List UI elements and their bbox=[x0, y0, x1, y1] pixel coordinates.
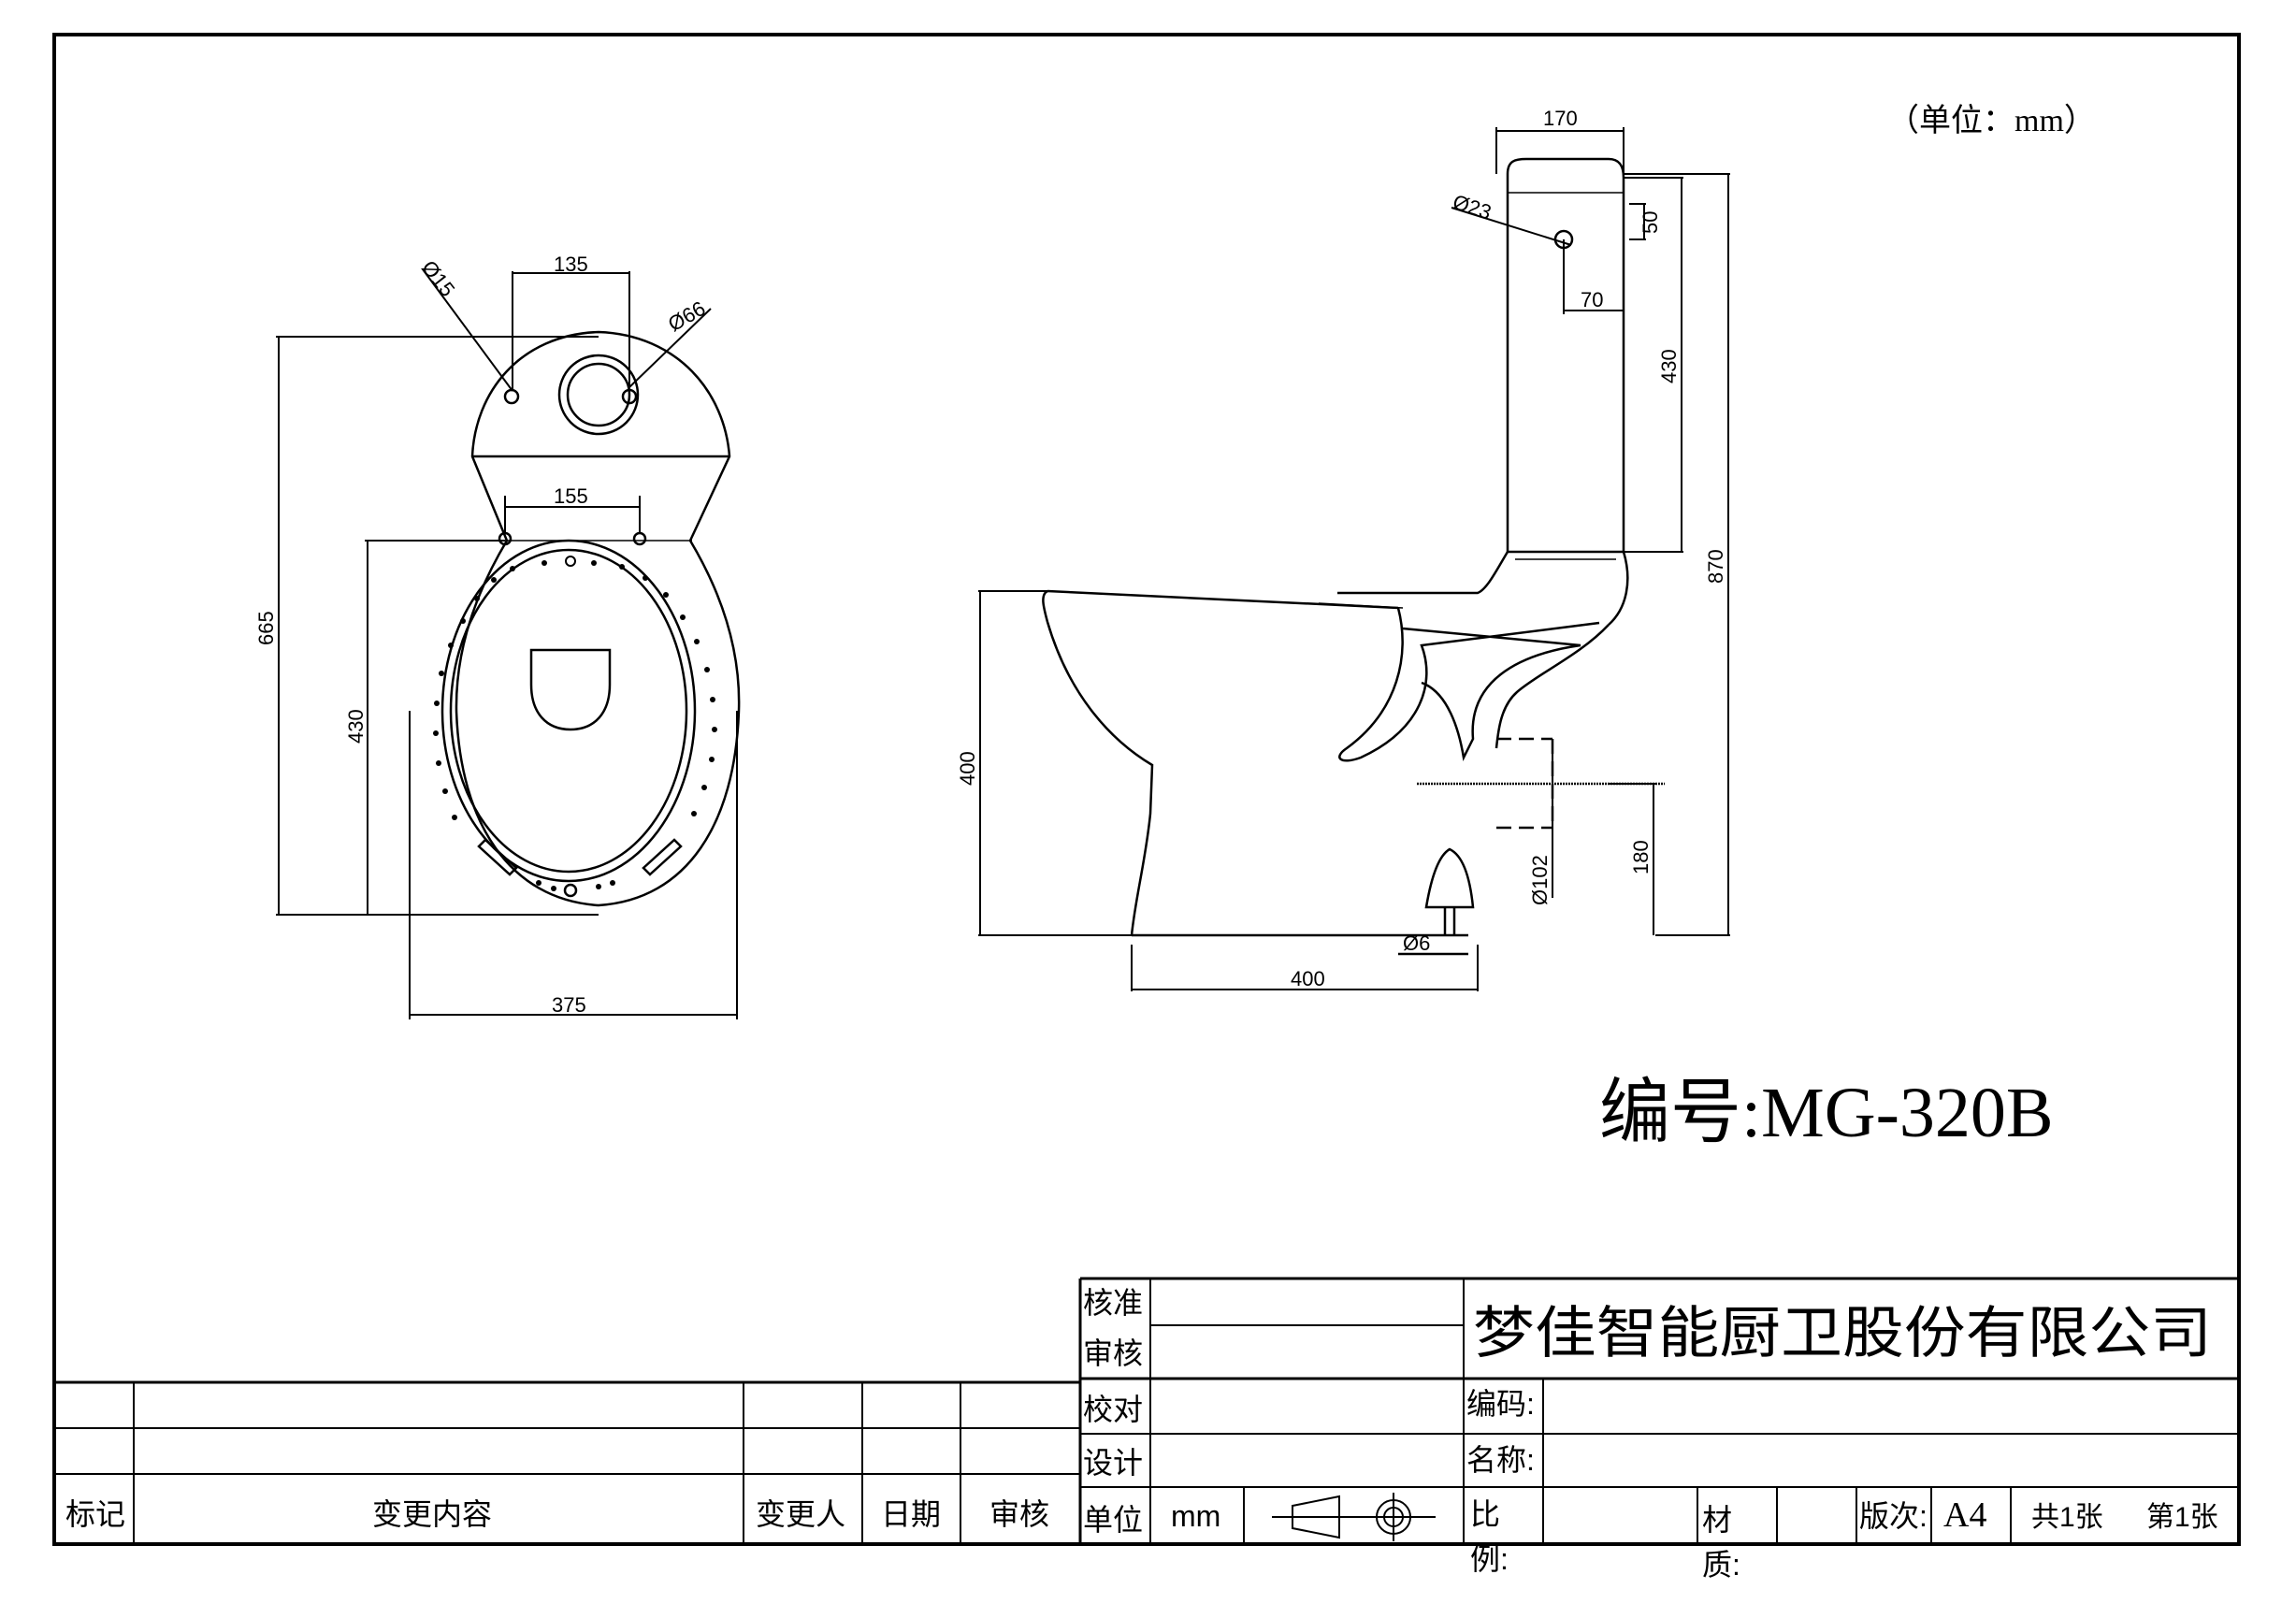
unit-value: mm bbox=[1171, 1499, 1220, 1533]
top-view-outline bbox=[455, 330, 741, 907]
scale-label-line1: 比 bbox=[1470, 1497, 1500, 1531]
trapway-inner bbox=[1402, 627, 1581, 761]
dim-base-length: 400 bbox=[1291, 967, 1325, 990]
trapway-outer bbox=[1338, 607, 1600, 762]
material-label-line2: 质: bbox=[1702, 1548, 1740, 1582]
tank-body bbox=[1506, 157, 1625, 554]
sheet-border bbox=[52, 33, 2241, 1546]
revision-header-date: 日期 bbox=[881, 1497, 941, 1531]
dim-button-offset-v: 50 bbox=[1639, 211, 1662, 234]
dim-width: 375 bbox=[552, 993, 586, 1017]
trapway-outlet bbox=[1495, 624, 1610, 749]
tank-connector bbox=[1608, 551, 1629, 626]
revision-header-content: 变更内容 bbox=[372, 1497, 492, 1531]
revision-header-changer: 变更人 bbox=[756, 1497, 845, 1531]
dim-hole-spacing: 135 bbox=[554, 253, 588, 276]
revision-header-mark: 标记 bbox=[65, 1497, 125, 1531]
dim-drain-dia: Ø102 bbox=[1528, 855, 1552, 905]
dim-hole-dia: Ø15 bbox=[417, 256, 459, 301]
dim-drain-height: 180 bbox=[1629, 840, 1653, 874]
dim-seat: 430 bbox=[344, 709, 368, 744]
dim-seat-holes: 155 bbox=[554, 484, 588, 508]
dim-outlet-dia: Ø66 bbox=[664, 296, 710, 336]
code-label: 编码: bbox=[1466, 1387, 1535, 1421]
unit-note: （单位：mm） bbox=[1887, 103, 2096, 138]
sheet-total: 共1张 bbox=[2031, 1502, 2103, 1533]
proofread-label: 校对 bbox=[1083, 1393, 1143, 1426]
dim-button-offset-h: 70 bbox=[1581, 288, 1603, 311]
side-view-dimensions bbox=[978, 127, 1730, 991]
scale-label-line2: 例: bbox=[1470, 1542, 1509, 1576]
mount-hole-left bbox=[503, 388, 520, 405]
dim-length: 665 bbox=[254, 611, 278, 645]
name-label: 名称: bbox=[1466, 1443, 1535, 1477]
mount-hole-right bbox=[621, 388, 638, 405]
dim-bolt-dia: Ø6 bbox=[1403, 932, 1430, 955]
dim-button-dia: Ø23 bbox=[1450, 190, 1494, 224]
sheet-index: 第1张 bbox=[2146, 1502, 2218, 1533]
front-slot-right bbox=[642, 838, 683, 876]
review-label: 审核 bbox=[1083, 1336, 1143, 1370]
top-view-dimensions bbox=[276, 268, 738, 1019]
title-block-grid bbox=[54, 1277, 2239, 1544]
dim-total-height: 870 bbox=[1704, 549, 1727, 584]
front-drain-hole bbox=[563, 883, 578, 898]
tank-base bbox=[1337, 551, 1509, 595]
material-label-line1: 材 bbox=[1702, 1503, 1732, 1537]
unit-label: 单位 bbox=[1083, 1503, 1143, 1537]
company-name: 梦佳智能厨卫股份有限公司 bbox=[1473, 1302, 2212, 1365]
dim-tank-width: 170 bbox=[1543, 107, 1578, 130]
bowl-opening bbox=[529, 648, 612, 731]
top-view bbox=[440, 330, 741, 907]
dim-tank-height: 430 bbox=[1657, 349, 1681, 383]
floor-bolt bbox=[1424, 847, 1475, 909]
design-label: 设计 bbox=[1083, 1446, 1143, 1480]
rim-dot-pattern bbox=[433, 556, 717, 891]
seat-rim-inner bbox=[449, 548, 688, 874]
approve-label: 核准 bbox=[1083, 1286, 1143, 1320]
projection-symbol-icon bbox=[1272, 1493, 1436, 1541]
outlet-circle-outer bbox=[557, 354, 640, 436]
seat-hinge-hole-right bbox=[632, 531, 647, 546]
bowl-outline bbox=[1042, 589, 1154, 936]
side-view bbox=[1042, 157, 1665, 956]
outlet-circle-inner bbox=[566, 362, 631, 427]
seat-rim-outer bbox=[440, 539, 697, 883]
version-label: 版次: bbox=[1859, 1499, 1928, 1533]
paper-size: A4 bbox=[1943, 1495, 1986, 1535]
model-number: 编号:MG-320B bbox=[1599, 1074, 2054, 1152]
bowl-rim-edge bbox=[1318, 602, 1404, 609]
revision-header-review: 审核 bbox=[989, 1497, 1049, 1531]
front-slot-left bbox=[477, 838, 518, 876]
dim-bowl-height: 400 bbox=[956, 751, 979, 786]
